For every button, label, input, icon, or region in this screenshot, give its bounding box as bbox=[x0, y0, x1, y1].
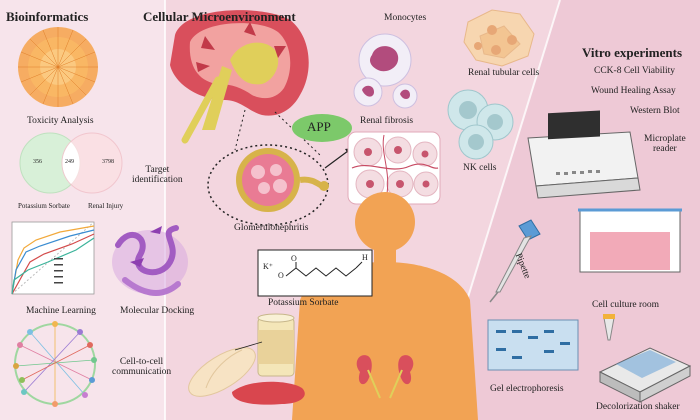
venn-left-set-label: Potassium Sorbate bbox=[18, 202, 70, 210]
venn-right-set bbox=[61, 132, 123, 194]
label-gel-electrophoresis: Gel electrophoresis bbox=[490, 384, 564, 394]
formula-hydrogen: H bbox=[362, 253, 368, 262]
section-title-bioinformatics: Bioinformatics bbox=[6, 9, 89, 24]
label-glomerulonephritis: Glomerulonephritis bbox=[234, 223, 309, 233]
nk-cells bbox=[447, 89, 514, 160]
gel-electrophoresis bbox=[487, 319, 579, 371]
renal-fibrosis-tissue bbox=[347, 131, 441, 205]
pipette bbox=[489, 219, 541, 303]
cell-communication-network bbox=[13, 321, 97, 407]
venn-right-count: 3798 bbox=[102, 159, 114, 165]
label-cell-communication: Cell-to-cell communication bbox=[112, 357, 172, 378]
chemical-structure-box bbox=[257, 249, 373, 297]
kidneys-in-body bbox=[356, 355, 414, 399]
glomerulus-illustration bbox=[236, 148, 329, 212]
vitro-panel bbox=[430, 0, 700, 420]
label-western-blot: Western Blot bbox=[630, 106, 680, 116]
label-toxicity: Toxicity Analysis bbox=[27, 116, 94, 126]
food-items bbox=[188, 313, 305, 405]
formula-potassium-ion: K⁺ bbox=[263, 262, 273, 271]
label-machine-learning: Machine Learning bbox=[26, 306, 96, 316]
label-renal-fibrosis: Renal fibrosis bbox=[360, 116, 414, 126]
formula-oxygen-2: O bbox=[291, 254, 297, 263]
section-title-cellular: Cellular Microenvironment bbox=[143, 9, 296, 24]
label-wound-healing: Wound Healing Assay bbox=[591, 86, 676, 96]
decolorization-shaker bbox=[598, 314, 692, 403]
renal-tubular-cells bbox=[463, 9, 535, 67]
venn-left-count: 356 bbox=[33, 159, 42, 165]
protein-structure bbox=[112, 225, 188, 296]
formula-oxygen-1: O bbox=[278, 271, 284, 280]
venn-right-set-label: Renal Injury bbox=[88, 202, 124, 210]
microplate-reader bbox=[527, 110, 641, 199]
label-potassium-sorbate: Potassium Sorbate bbox=[268, 298, 339, 308]
label-cell-culture-room: Cell culture room bbox=[592, 300, 660, 310]
section-title-vitro: Vitro experiments bbox=[582, 45, 683, 60]
label-microplate-reader: Microplate reader bbox=[644, 134, 686, 155]
label-target-identification: Target identification bbox=[132, 165, 183, 186]
kidney-illustration bbox=[170, 10, 309, 144]
venn-diagram bbox=[19, 132, 123, 194]
monocyte-cells bbox=[353, 33, 418, 109]
label-nk-cells: NK cells bbox=[463, 163, 497, 173]
bioinformatics-panel bbox=[0, 0, 165, 420]
label-cck8: CCK-8 Cell Viability bbox=[594, 66, 676, 76]
label-monocytes: Monocytes bbox=[384, 13, 427, 23]
label-molecular-docking: Molecular Docking bbox=[120, 306, 195, 316]
culture-dish bbox=[578, 208, 682, 273]
toxicity-radar-chart bbox=[18, 27, 98, 107]
machine-learning-roc-plot bbox=[11, 221, 95, 295]
label-decolorization-shaker: Decolorization shaker bbox=[596, 402, 680, 412]
label-renal-tubular-cells: Renal tubular cells bbox=[468, 68, 540, 78]
label-app: APP bbox=[307, 119, 331, 134]
app-badge bbox=[292, 114, 352, 142]
venn-overlap-count: 249 bbox=[65, 159, 74, 165]
human-body bbox=[292, 192, 478, 420]
